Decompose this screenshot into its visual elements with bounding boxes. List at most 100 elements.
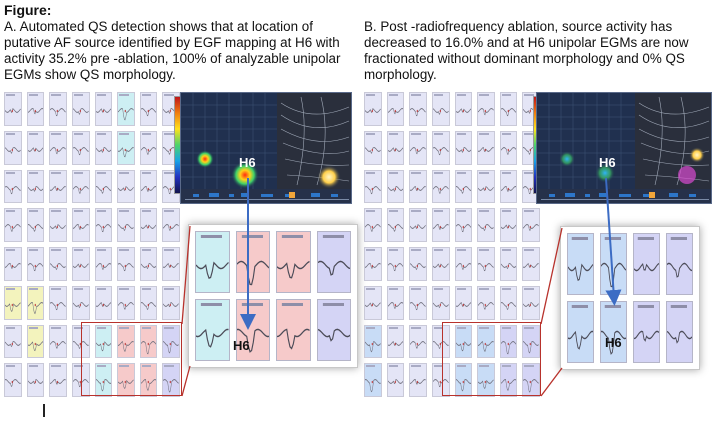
egm-cell (162, 363, 180, 397)
egm-cell-header (366, 94, 376, 96)
egm-trace (432, 224, 449, 231)
egm-cell-header (479, 287, 489, 290)
egm-cell (499, 92, 518, 126)
egm-cell-header (388, 171, 398, 174)
egm-trace (500, 108, 517, 117)
egm-cell-header (366, 287, 376, 290)
egm-cell-header (456, 326, 466, 329)
panel-b-map-h6-label: H6 (599, 155, 616, 170)
egm-trace (95, 340, 112, 351)
panel-b-zoom-grid (567, 233, 693, 363)
egm-cell (454, 285, 473, 320)
egm-cell (386, 285, 405, 320)
zoom-egm-trace (601, 305, 626, 355)
egm-cell (431, 169, 450, 204)
egm-trace (118, 108, 134, 121)
egm-trace (455, 185, 472, 194)
egm-cell (4, 324, 22, 359)
egm-cell (49, 169, 67, 204)
egm-cell (409, 363, 427, 397)
egm-cell-header (141, 326, 152, 329)
egm-cell-header (96, 326, 106, 329)
egm-cell (477, 130, 495, 165)
egm-cell (26, 285, 45, 320)
egm-cell-header (501, 287, 512, 290)
panel-b-caption: B. Post -radiofrequency ablation, source… (364, 19, 689, 82)
egm-cell (499, 285, 518, 320)
egm-cell-header (164, 326, 174, 329)
egm-cell (364, 92, 382, 126)
egm-cell-header (388, 326, 398, 329)
panel-b-zoom-inset: H6 (560, 226, 700, 370)
egm-cell (364, 363, 382, 397)
egm-cell-header (456, 132, 466, 135)
egm-cell (49, 247, 67, 281)
egm-cell-header (433, 171, 444, 174)
egm-trace (5, 263, 21, 270)
egm-cell (71, 247, 90, 281)
zoom-egm-cell (600, 233, 627, 295)
egm-trace (455, 340, 472, 351)
egm-cell-header (73, 94, 84, 96)
egm-cell-header (164, 287, 174, 290)
egm-trace (455, 379, 472, 392)
egm-cell (71, 324, 90, 359)
egm-cell-header (524, 132, 534, 135)
egm-cell (409, 92, 427, 126)
egm-cell (26, 324, 45, 359)
egm-cell (477, 92, 495, 126)
egm-cell-header (6, 94, 16, 96)
egm-trace (27, 301, 44, 314)
egm-trace (95, 146, 112, 153)
egm-trace (365, 146, 381, 154)
egm-cell-header (73, 249, 84, 251)
egm-cell (71, 285, 90, 320)
egm-cell (409, 130, 427, 165)
egm-cell-header (141, 171, 152, 174)
panel-b-zoom-connector-top (540, 227, 563, 325)
egm-trace (140, 340, 157, 354)
panel-b-zoom-connector-bottom (540, 367, 563, 397)
egm-cell (139, 324, 158, 359)
egm-cell (71, 92, 90, 126)
egm-cell (499, 247, 518, 281)
egm-trace (5, 302, 21, 312)
egm-cell-header (524, 171, 534, 174)
egm-trace (387, 340, 404, 346)
egm-trace (95, 108, 112, 113)
zoom-egm-trace (196, 303, 229, 348)
egm-cell-header (164, 132, 174, 135)
egm-cell (522, 324, 540, 359)
egm-cell (49, 285, 67, 320)
zoom-egm-cell (276, 299, 311, 361)
egm-cell-header (388, 287, 398, 290)
egm-cell-header (479, 132, 489, 135)
egm-trace (387, 108, 404, 115)
egm-trace (118, 185, 134, 191)
zoom-egm-cell (633, 233, 660, 295)
egm-cell-header (388, 249, 398, 251)
egm-trace (50, 263, 66, 271)
egm-trace (118, 146, 134, 158)
egm-cell-header (433, 365, 444, 368)
egm-cell (477, 169, 495, 204)
egm-trace (72, 301, 89, 308)
egm-cell-header (73, 326, 84, 329)
egm-trace (140, 263, 157, 270)
zoom-egm-trace (634, 305, 659, 342)
egm-cell (364, 169, 382, 204)
egm-trace (478, 108, 494, 116)
zoom-egm-trace (277, 303, 310, 350)
egm-trace (27, 379, 44, 385)
egm-trace (365, 340, 381, 352)
egm-cell-header (524, 249, 534, 251)
egm-trace (365, 302, 381, 307)
egm-trace (523, 379, 539, 393)
egm-cell-header (164, 210, 174, 213)
egm-cell-header (456, 94, 466, 96)
egm-trace (387, 301, 404, 309)
egm-cell (431, 247, 450, 281)
zoom-egm-cell (235, 299, 270, 361)
egm-cell-header (411, 210, 421, 213)
egm-trace (523, 224, 539, 232)
